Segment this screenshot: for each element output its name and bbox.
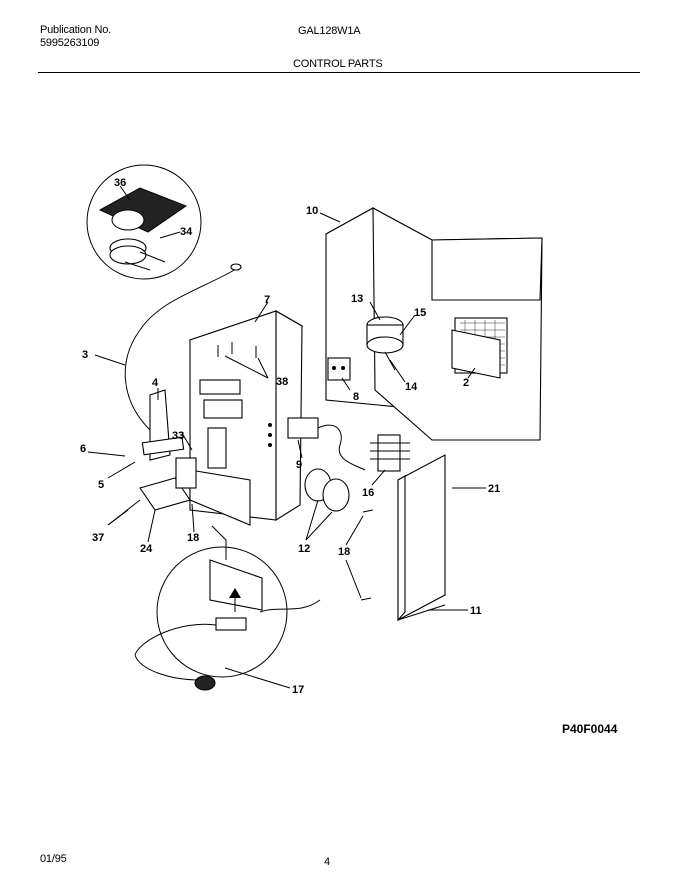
- detail-circle-power-cord: [134, 546, 321, 691]
- callout-24: 24: [140, 543, 153, 555]
- model-number: GAL128W1A: [298, 25, 361, 37]
- thermostat: [287, 417, 319, 439]
- publication-label: Publication No.: [40, 24, 111, 36]
- callout-37: 37: [92, 532, 104, 544]
- callout-labels: 36 34 10 7 13 15 3 4 38 14 8 2 33 6 9 5 …: [80, 177, 500, 696]
- callout-33: 33: [172, 430, 184, 442]
- page-number: 4: [324, 856, 330, 868]
- header-rule: [38, 72, 640, 73]
- callout-21: 21: [488, 483, 500, 495]
- callout-18-right: 18: [338, 546, 350, 558]
- callout-16: 16: [362, 487, 374, 499]
- callout-7: 7: [264, 294, 270, 306]
- callout-9: 9: [296, 459, 302, 471]
- callout-15: 15: [414, 307, 426, 319]
- callout-12: 12: [298, 543, 310, 555]
- control-box: [188, 310, 304, 526]
- diagram-code: P40F0044: [562, 722, 618, 736]
- callout-8: 8: [353, 391, 359, 403]
- callout-13: 13: [351, 293, 363, 305]
- terminal-strip: [377, 434, 401, 472]
- callout-17: 17: [292, 684, 304, 696]
- control-knob: [322, 478, 350, 512]
- callout-18-left: 18: [187, 532, 199, 544]
- leader-lines: [87, 185, 486, 689]
- callout-4: 4: [152, 377, 159, 389]
- callout-14: 14: [405, 381, 418, 393]
- selector-switch: [327, 357, 351, 381]
- wire-harness: [124, 267, 239, 431]
- callout-10: 10: [306, 205, 318, 217]
- callout-38: 38: [276, 376, 288, 388]
- callout-11: 11: [470, 605, 482, 617]
- callout-5: 5: [98, 479, 104, 491]
- callout-6: 6: [80, 443, 86, 455]
- publication-number: 5995263109: [40, 37, 100, 49]
- callout-34: 34: [180, 226, 193, 238]
- detail-circle-fan: [86, 164, 202, 280]
- callout-36: 36: [114, 177, 126, 189]
- callout-3: 3: [82, 349, 88, 361]
- callout-2: 2: [463, 377, 469, 389]
- section-title: CONTROL PARTS: [293, 58, 383, 70]
- footer-date: 01/95: [40, 853, 67, 865]
- rear-panel: [325, 207, 543, 441]
